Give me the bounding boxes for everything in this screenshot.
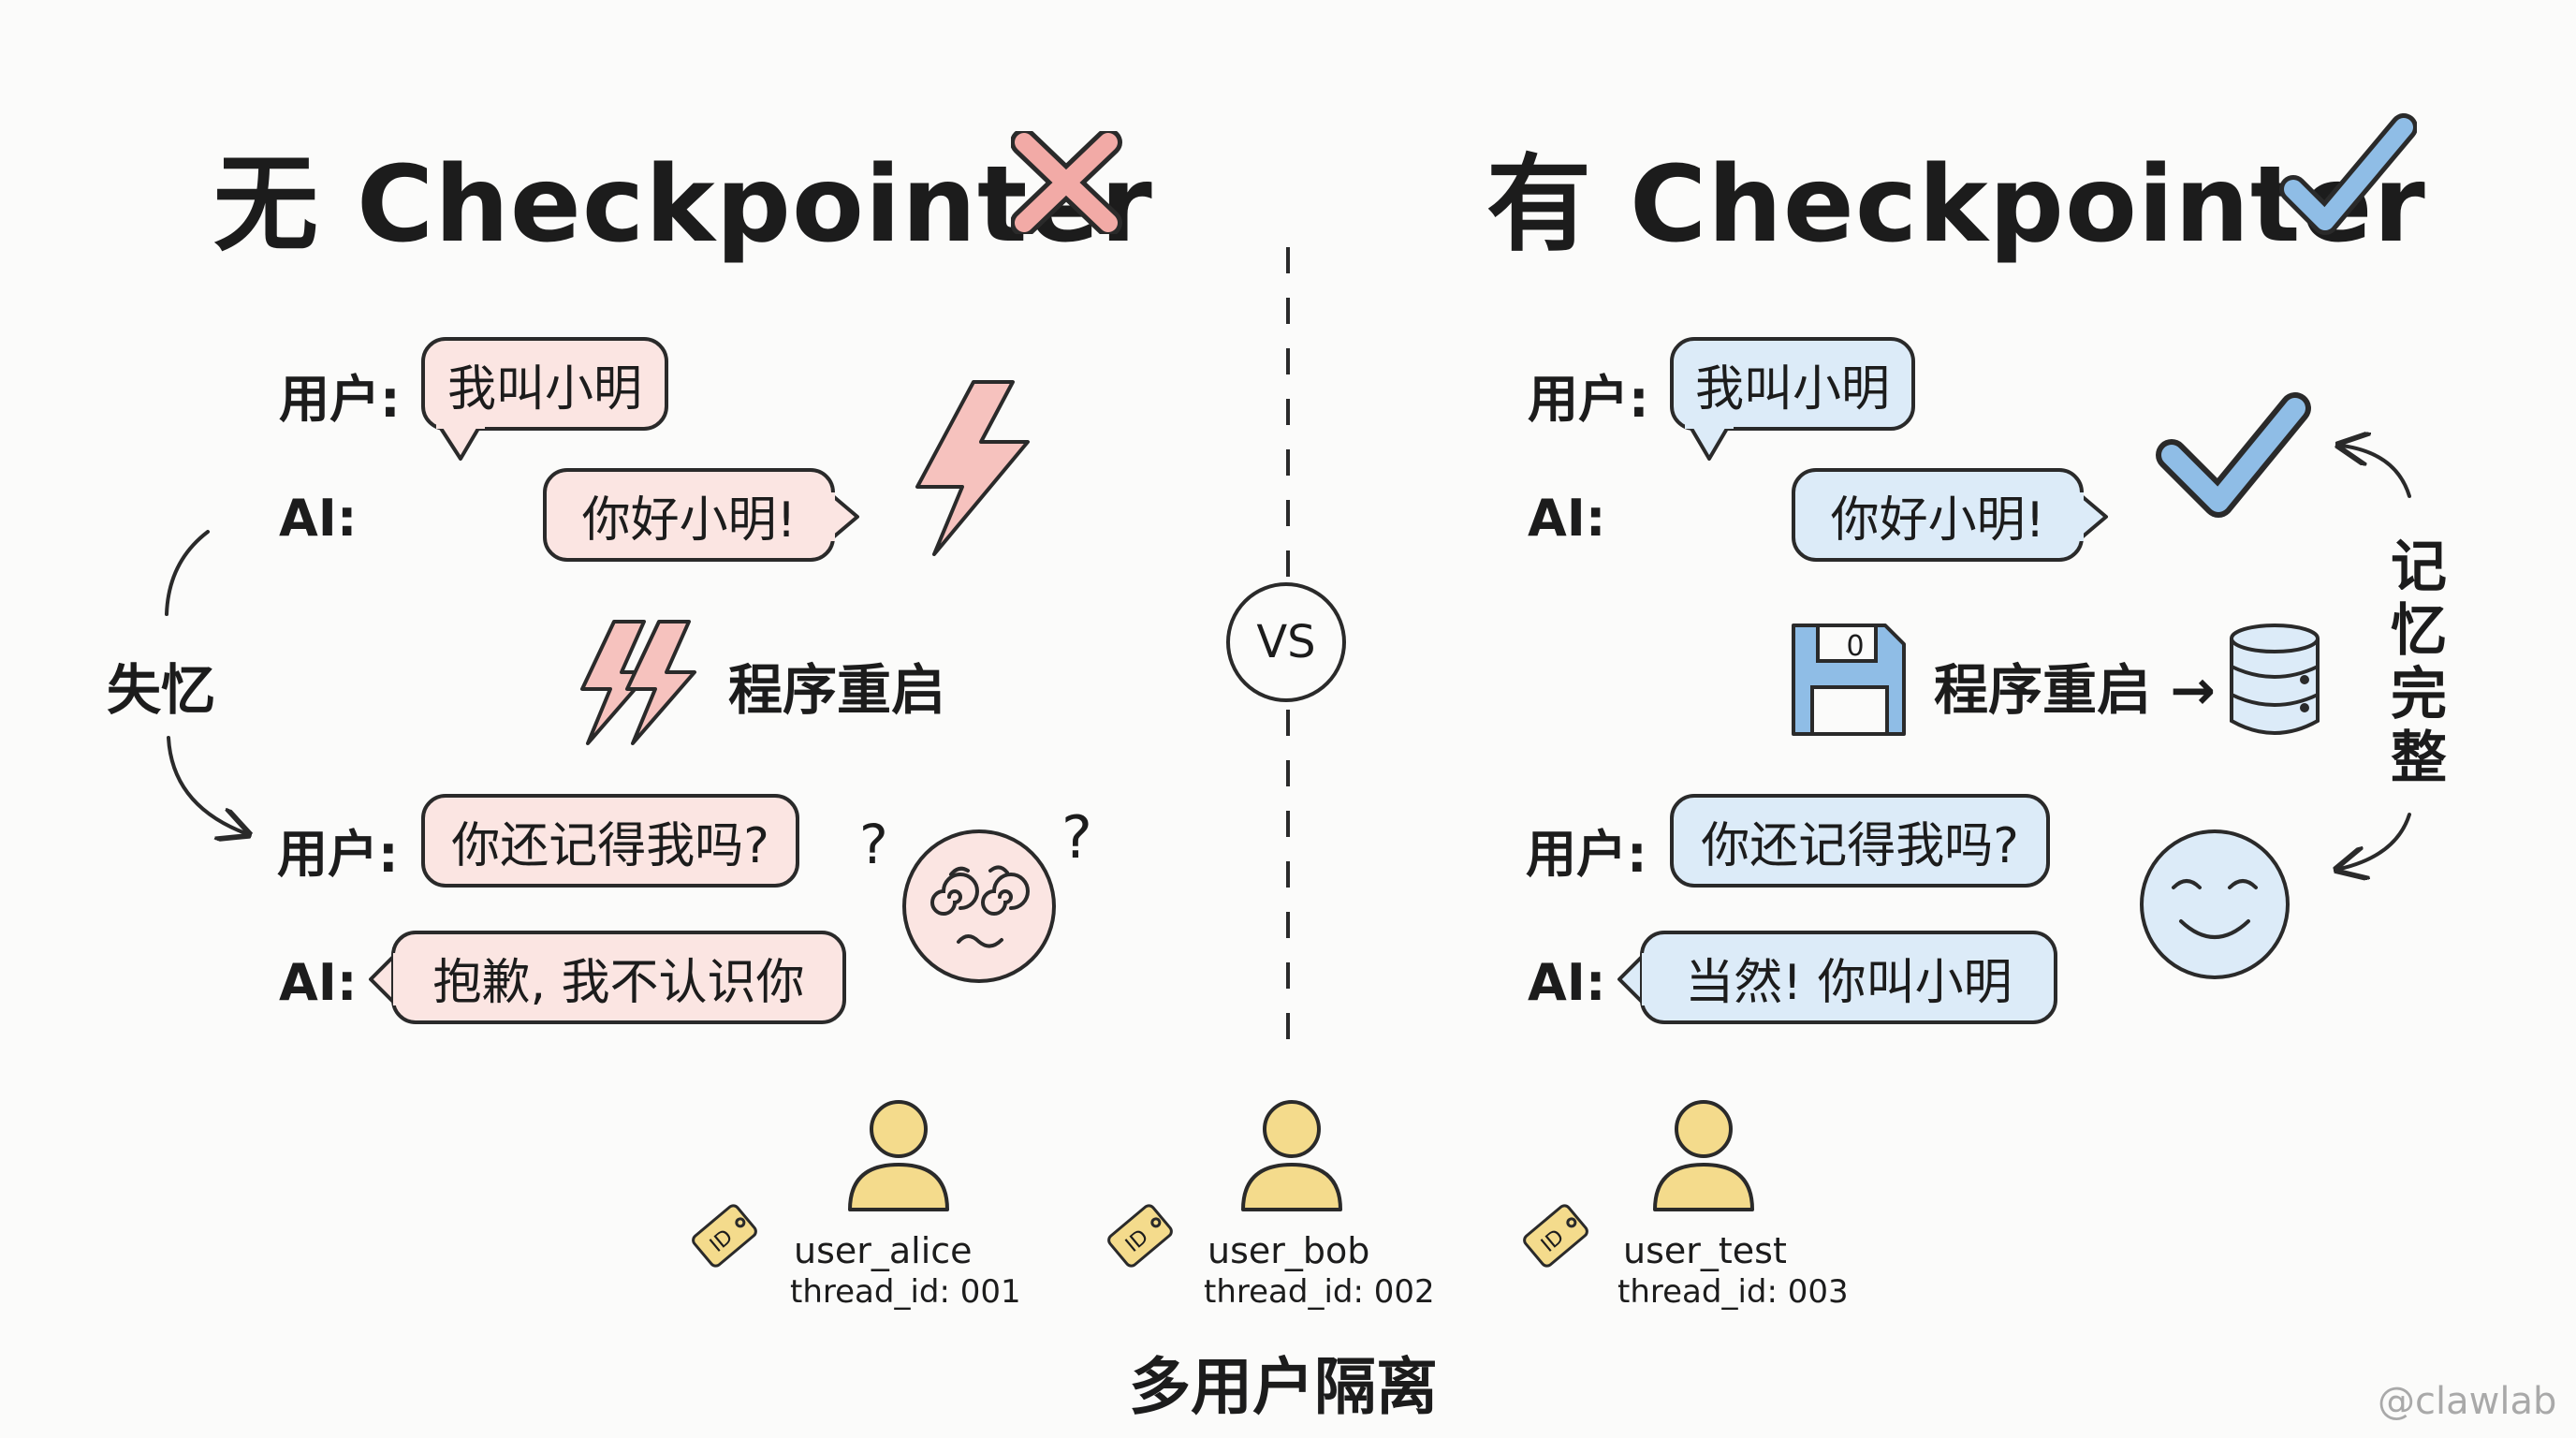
restart-lightning-icon <box>580 620 696 745</box>
check-icon <box>2279 113 2417 235</box>
cross-icon <box>1011 131 1122 234</box>
user-avatar-icon <box>848 1100 949 1211</box>
user-name: user_alice <box>794 1230 973 1271</box>
memory-cycle-arrow-bottom <box>2340 813 2411 869</box>
user-card-alice: user_alice thread_id: 001 <box>721 1097 1030 1322</box>
memory-check-icon <box>2156 392 2311 518</box>
left-title: 无 Checkpointer <box>213 120 1153 271</box>
right-title-prefix: 有 <box>1486 144 1592 266</box>
floppy-label: 0 <box>1846 630 1864 663</box>
left-speaker-ai-1: AI: <box>279 489 358 548</box>
user-card-bob: user_bob thread_id: 002 <box>1136 1097 1445 1322</box>
right-bubble-ai-1: 你好小明! <box>1792 468 2084 562</box>
right-speaker-ai-2: AI: <box>1528 953 1606 1012</box>
left-title-word: Checkpointer <box>357 144 1153 266</box>
memory-intact-label: 记 忆 完 整 <box>2385 536 2452 790</box>
isolation-label: 多用户隔离 <box>1129 1351 1438 1423</box>
memory-cycle-arrow-top <box>2342 446 2411 498</box>
memory-intact-char-3: 完 <box>2391 662 2447 727</box>
left-bubble-ai-1: 你好小明! <box>543 468 835 562</box>
right-restart-label: 程序重启 → <box>1934 658 2216 722</box>
left-bubble-user-1: 我叫小明 <box>421 337 668 431</box>
left-restart-label: 程序重启 <box>728 658 946 722</box>
right-bubble-user-2: 你还记得我吗? <box>1670 794 2050 888</box>
memory-intact-char-2: 忆 <box>2391 598 2447 664</box>
floppy-disk-icon: 0 <box>1792 624 1906 736</box>
user-avatar-icon <box>1653 1100 1754 1211</box>
vs-circle: VS <box>1226 582 1346 702</box>
question-mark-right: ? <box>1061 803 1092 872</box>
left-bubble-ai-2: 抱歉, 我不认识你 <box>391 931 846 1024</box>
memory-loss-arrow-top <box>165 530 210 616</box>
watermark: @clawlab <box>2378 1380 2557 1423</box>
user-name: user_test <box>1623 1230 1787 1271</box>
dizzy-face-icon <box>902 829 1056 983</box>
right-speaker-user-1: 用户: <box>1528 370 1649 429</box>
memory-loss-arrow-bottom <box>167 736 245 833</box>
right-speaker-user-2: 用户: <box>1526 825 1647 884</box>
user-card-test: user_test thread_id: 003 <box>1552 1097 1861 1322</box>
smiley-face-icon <box>2140 829 2290 979</box>
left-speaker-user-1: 用户: <box>279 370 401 429</box>
left-title-prefix: 无 <box>213 144 319 266</box>
right-bubble-ai-2: 当然! 你叫小明 <box>1640 931 2057 1024</box>
right-speaker-ai-1: AI: <box>1528 489 1606 548</box>
memory-intact-char-1: 记 <box>2391 535 2447 600</box>
left-memory-loss-label: 失忆 <box>107 658 216 722</box>
memory-intact-char-4: 整 <box>2391 726 2447 791</box>
database-icon <box>2230 624 2320 735</box>
left-bubble-user-2: 你还记得我吗? <box>421 794 799 888</box>
right-bubble-user-1: 我叫小明 <box>1670 337 1915 431</box>
user-thread-id: thread_id: 002 <box>1204 1273 1435 1311</box>
vs-label: VS <box>1256 616 1316 668</box>
user-name: user_bob <box>1208 1230 1370 1271</box>
lightning-icon <box>915 380 1030 556</box>
user-thread-id: thread_id: 001 <box>790 1273 1021 1311</box>
user-avatar-icon <box>1241 1100 1342 1211</box>
left-speaker-ai-2: AI: <box>279 953 358 1012</box>
user-thread-id: thread_id: 003 <box>1617 1273 1849 1311</box>
left-speaker-user-2: 用户: <box>277 825 399 884</box>
question-mark-left: ? <box>859 813 888 876</box>
